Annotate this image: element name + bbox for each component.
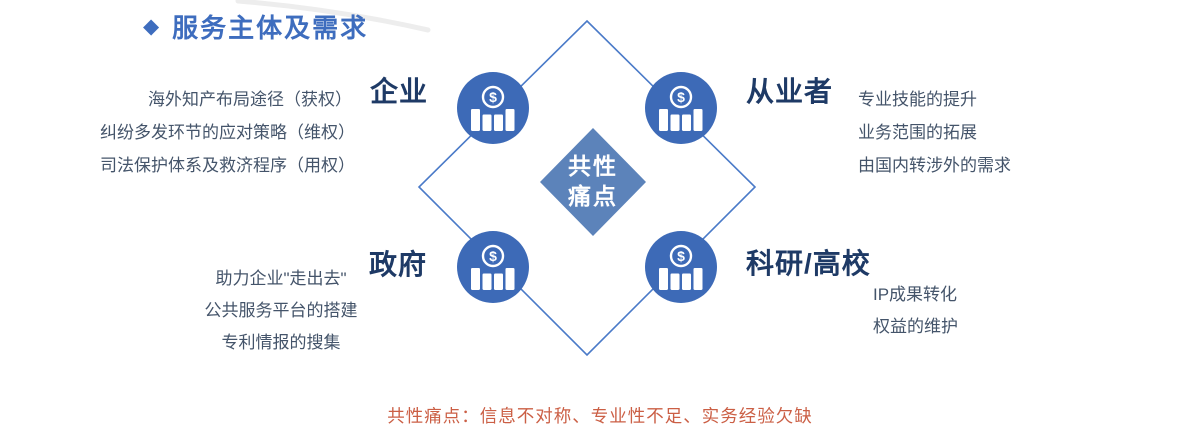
- need-item: 专业技能的提升: [858, 90, 977, 109]
- need-item: 助力企业"走出去": [215, 269, 347, 288]
- dollar-icon: $: [677, 89, 685, 105]
- money-chart-icon: $: [471, 85, 515, 131]
- label-enterprise: 企业: [370, 76, 429, 107]
- needs-list-practitioners: 专业技能的提升 业务范围的拓展 由国内转涉外的需求: [858, 83, 1011, 182]
- need-item: 海外知产布局途径（获权）: [148, 90, 352, 109]
- diamond-bullet-icon: ◆: [143, 15, 160, 38]
- page-title: ◆ 服务主体及需求: [143, 8, 368, 45]
- label-practitioners: 从业者: [746, 76, 834, 107]
- money-chart-icon: $: [659, 244, 703, 290]
- center-pain-point-diamond: [540, 128, 646, 236]
- node-circle-enterprise: $: [457, 72, 529, 144]
- decorative-arc: [235, 0, 431, 33]
- dollar-icon: $: [489, 248, 497, 264]
- footer-pain-point-summary: 共性痛点：信息不对称、专业性不足、实务经验欠缺: [387, 406, 813, 426]
- node-circle-practitioners: $: [645, 72, 717, 144]
- dollar-icon: $: [677, 248, 685, 264]
- need-item: 专利情报的搜集: [221, 333, 341, 352]
- need-item: 司法保护体系及救济程序（用权）: [100, 156, 355, 175]
- label-research-university: 科研/高校: [746, 248, 871, 279]
- label-government: 政府: [369, 249, 428, 280]
- need-item: IP成果转化: [873, 285, 958, 304]
- need-item: 公共服务平台的搭建: [204, 301, 358, 320]
- needs-list-enterprise: 海外知产布局途径（获权） 纠纷多发环节的应对策略（维权） 司法保护体系及救济程序…: [100, 83, 355, 182]
- node-circle-research: $: [645, 231, 717, 303]
- center-line-1: 共性: [568, 153, 618, 179]
- coin-icon: [481, 244, 505, 268]
- need-item: 由国内转涉外的需求: [858, 156, 1011, 175]
- center-pain-point-label: 共性 痛点: [543, 151, 643, 211]
- dollar-icon: $: [489, 89, 497, 105]
- coin-icon: [481, 85, 505, 109]
- node-circle-government: $: [457, 231, 529, 303]
- center-line-2: 痛点: [568, 183, 618, 209]
- needs-list-government: 助力企业"走出去" 公共服务平台的搭建 专利情报的搜集: [161, 263, 401, 359]
- money-chart-icon: $: [471, 244, 515, 290]
- coin-icon: [669, 244, 693, 268]
- needs-list-research: IP成果转化 权益的维护: [873, 279, 958, 343]
- need-item: 纠纷多发环节的应对策略（维权）: [100, 123, 355, 142]
- need-item: 权益的维护: [873, 317, 958, 336]
- page-title-text: 服务主体及需求: [172, 13, 369, 43]
- money-chart-icon: $: [659, 85, 703, 131]
- need-item: 业务范围的拓展: [858, 123, 977, 142]
- coin-icon: [669, 85, 693, 109]
